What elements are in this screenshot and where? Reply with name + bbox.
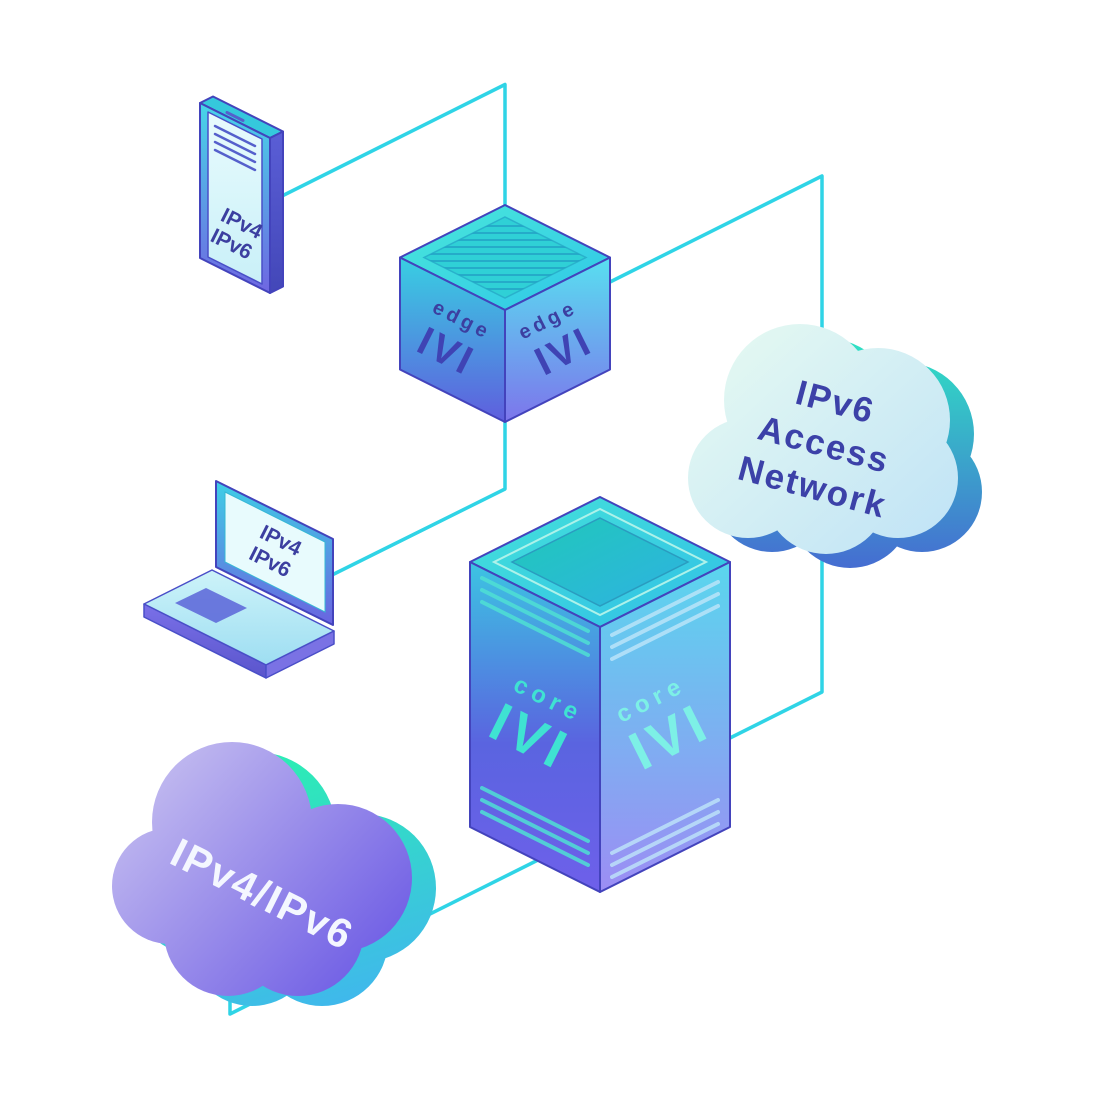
dual-stack-cloud-body bbox=[112, 742, 412, 996]
vent-line bbox=[480, 810, 590, 867]
screen-line bbox=[213, 124, 257, 148]
vent-line bbox=[610, 580, 720, 637]
cloud-lobe bbox=[806, 348, 950, 492]
screen-line bbox=[213, 132, 257, 156]
laptop: IPv4 IPv6 bbox=[143, 480, 335, 679]
vent-line bbox=[610, 604, 720, 661]
vent-line bbox=[610, 810, 720, 867]
phone-screen-text-lines bbox=[213, 124, 257, 172]
core-top-inner bbox=[510, 517, 690, 607]
ipv6-access-cloud: IPv6 Access Network bbox=[688, 324, 982, 568]
vent-line bbox=[610, 822, 720, 879]
core-left-vents-bottom bbox=[480, 786, 590, 867]
phone-screen bbox=[207, 111, 263, 285]
vent-line bbox=[480, 786, 590, 843]
vent-line bbox=[480, 576, 590, 633]
edge-cube-right-face bbox=[504, 256, 611, 423]
core-top-frame bbox=[491, 507, 709, 617]
screen-line bbox=[213, 140, 257, 164]
connector-edge-to-laptop bbox=[332, 413, 507, 576]
phone-side-face bbox=[269, 130, 284, 294]
edge-cube-top-inner bbox=[422, 216, 588, 299]
edge-ivi-cube: edge IVI edge IVI bbox=[399, 204, 611, 423]
vent-line bbox=[480, 600, 590, 657]
laptop-base-side bbox=[265, 630, 335, 679]
vent-line bbox=[480, 588, 590, 645]
vent-line bbox=[480, 798, 590, 855]
vent-line bbox=[610, 592, 720, 649]
phone-notch-line bbox=[225, 111, 245, 122]
ipv4-ipv6-cloud: IPv4/IPv6 bbox=[112, 742, 436, 1006]
cloud-lobe bbox=[232, 864, 364, 996]
screen-line bbox=[213, 148, 257, 172]
core-ivi-server: core IVI core IVI bbox=[469, 496, 731, 893]
core-right-vents-top bbox=[610, 580, 720, 661]
core-left-vents-top bbox=[480, 576, 590, 657]
core-right-vents-bottom bbox=[610, 798, 720, 879]
access-cloud-body bbox=[688, 324, 958, 554]
laptop-trackpad bbox=[175, 588, 247, 623]
vent-line bbox=[610, 798, 720, 855]
laptop-screen bbox=[224, 491, 326, 613]
connector-phone-to-edge bbox=[276, 82, 507, 210]
smartphone: IPv4 IPv6 bbox=[199, 95, 284, 294]
